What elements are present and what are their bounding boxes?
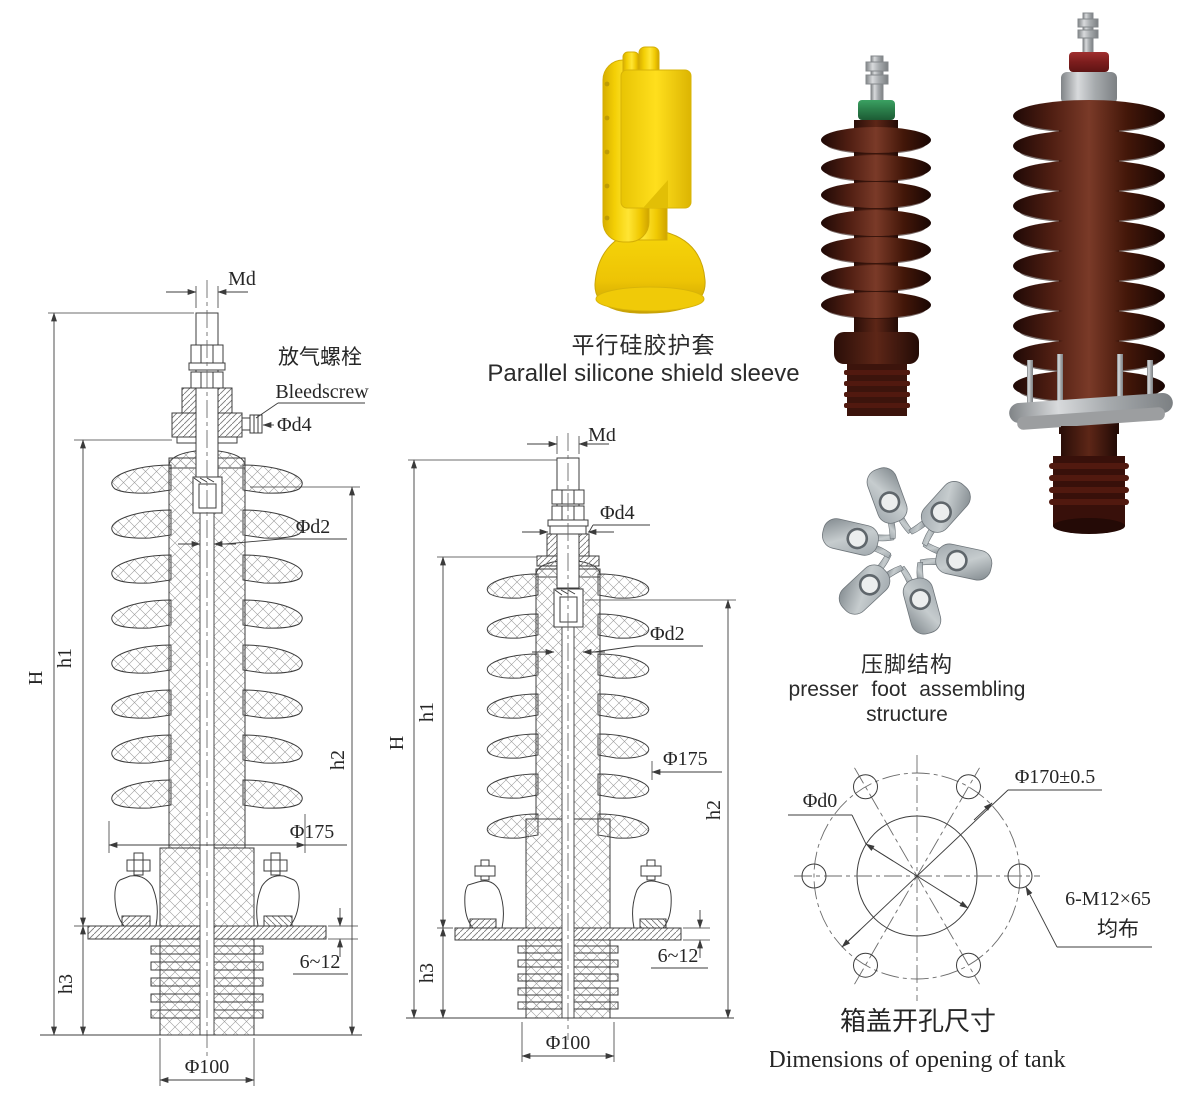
ribbed-tail bbox=[1049, 456, 1129, 534]
sleeve-caption-cn: 平行硅胶护套 bbox=[571, 332, 716, 358]
sleeve-panel bbox=[620, 69, 692, 209]
clamp-right bbox=[632, 859, 672, 929]
label-bleedscrew-en: Bleedscrew bbox=[275, 381, 369, 403]
dim-d0: Φd0 bbox=[803, 790, 838, 812]
dim-h3: h3 bbox=[416, 963, 438, 983]
tank-caption-en: Dimensions of opening of tank bbox=[770, 1047, 1066, 1073]
bushing-section-drawing-1: Md H h1 h3 h2 放气螺栓 Bleedscrew Φd4 bbox=[25, 268, 369, 1086]
dim-bottom-dia: Φ100 bbox=[546, 1032, 591, 1054]
clamp-left bbox=[114, 852, 158, 927]
dim-d2: Φd2 bbox=[296, 516, 331, 538]
porcelain-insulator-small bbox=[821, 55, 931, 416]
dim-h1: h1 bbox=[416, 702, 438, 722]
dim-H: H bbox=[25, 671, 47, 685]
dim-h2: h2 bbox=[327, 750, 349, 770]
porcelain-insulator-large bbox=[1009, 12, 1173, 534]
dim-bolt-circle: Φ170±0.5 bbox=[1015, 766, 1096, 788]
tank-opening-drawing: Φd0 Φ170±0.5 6-M12×65 均布 箱盖开孔尺寸 Dimensio… bbox=[770, 755, 1152, 1073]
sheds bbox=[821, 127, 931, 319]
presser-foot-photo bbox=[818, 462, 996, 639]
dim-plate-thk: 6~12 bbox=[300, 951, 341, 973]
dim-shed-dia: Φ175 bbox=[290, 821, 335, 843]
dim-h1: h1 bbox=[54, 648, 76, 668]
dim-md: Md bbox=[588, 428, 616, 446]
sleeve-notch bbox=[643, 180, 668, 208]
clamp-right bbox=[256, 852, 300, 927]
presser-foot-clips bbox=[818, 462, 996, 639]
presser-caption: 压脚结构 presser foot assembling structure bbox=[767, 652, 1047, 727]
bolt-holes bbox=[801, 774, 1033, 978]
sleeve-dots bbox=[604, 81, 610, 221]
label-bleedscrew-cn: 放气螺栓 bbox=[278, 345, 362, 369]
flange-ring bbox=[1009, 354, 1173, 430]
bleed-screw bbox=[241, 414, 263, 434]
dimensions: Md Φd4 Φd2 H h1 h3 h2 Φ1 bbox=[388, 428, 736, 1062]
presser-caption-cn: 压脚结构 bbox=[860, 652, 953, 677]
shed-fins-right bbox=[597, 573, 650, 839]
sleeve-caption: 平行硅胶护套 Parallel silicone shield sleeve bbox=[471, 332, 816, 388]
dim-d4: Φd4 bbox=[600, 502, 635, 524]
sleeve-photo bbox=[594, 46, 706, 314]
sleeve-caption-en: Parallel silicone shield sleeve bbox=[487, 360, 800, 388]
dim-d2: Φd2 bbox=[650, 623, 685, 645]
silicone-sleeve bbox=[594, 46, 706, 314]
sleeve-bell-rim bbox=[595, 286, 705, 312]
dim-bottom-dia: Φ100 bbox=[185, 1056, 230, 1078]
bushing-section-drawing-2: Md Φd4 Φd2 H h1 h3 h2 Φ1 bbox=[388, 428, 736, 1062]
junction-box bbox=[192, 476, 223, 514]
shed-fins-right bbox=[242, 464, 303, 809]
dim-d4: Φd4 bbox=[277, 414, 312, 436]
insulator-photo-large bbox=[1009, 12, 1173, 534]
presser-caption-en1: presser foot assembling bbox=[788, 678, 1026, 702]
dim-shed-dia: Φ175 bbox=[663, 748, 708, 770]
dim-bolt-note: 均布 bbox=[1097, 917, 1139, 941]
sheds bbox=[1013, 100, 1165, 403]
bottom-collar bbox=[834, 332, 919, 364]
shed-fins-left bbox=[111, 464, 172, 809]
red-band bbox=[1069, 52, 1109, 72]
dim-md: Md bbox=[228, 268, 256, 290]
ribbed-tail bbox=[844, 364, 910, 416]
dim-H: H bbox=[388, 736, 408, 750]
dim-h3: h3 bbox=[55, 974, 77, 994]
dim-plate-thk: 6~12 bbox=[658, 945, 699, 967]
shed-fins-left bbox=[486, 573, 539, 839]
insulator-photo-small bbox=[821, 55, 931, 416]
tank-caption-cn: 箱盖开孔尺寸 bbox=[840, 1007, 996, 1036]
dim-bolt-spec: 6-M12×65 bbox=[1065, 888, 1151, 910]
silver-collar bbox=[1061, 72, 1117, 104]
green-band bbox=[858, 100, 895, 120]
presser-caption-en2: structure bbox=[866, 702, 948, 726]
clamp-left bbox=[464, 859, 504, 929]
bolt-circle-figure: Φd0 Φ170±0.5 6-M12×65 均布 bbox=[788, 755, 1152, 1001]
junction-box bbox=[553, 588, 584, 628]
dim-h2: h2 bbox=[703, 800, 725, 820]
dimensions: Md H h1 h3 h2 放气螺栓 Bleedscrew Φd4 bbox=[25, 268, 369, 1086]
